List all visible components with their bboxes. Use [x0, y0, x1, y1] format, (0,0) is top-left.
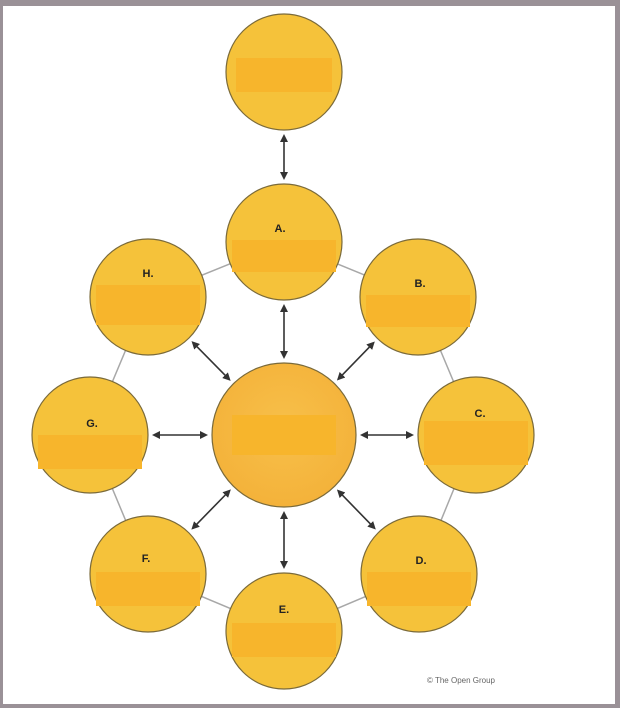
label-placeholder-bar [232, 240, 336, 272]
node-top [225, 13, 343, 131]
node-label: E. [279, 604, 289, 616]
node-g: G. [31, 376, 149, 494]
label-placeholder-bar [236, 58, 332, 92]
arrow-center-D [336, 489, 376, 530]
copyright-notice: © The Open Group [427, 676, 496, 685]
label-placeholder-bar [232, 623, 336, 657]
label-placeholder-bar [96, 572, 200, 606]
label-placeholder-bar [38, 435, 142, 469]
node-f: F. [89, 515, 207, 633]
node-center [211, 362, 357, 508]
label-placeholder-bar [96, 285, 200, 325]
cycle-diagram: A. B. C. D. E. F. G. H. [31, 13, 535, 690]
label-placeholder-bar [367, 572, 471, 606]
label-placeholder-bar [366, 295, 470, 327]
node-label: H. [143, 268, 154, 280]
node-label: G. [86, 418, 98, 430]
node-d: D. [360, 515, 478, 633]
arrow-center-F [191, 489, 231, 530]
node-c: C. [417, 376, 535, 494]
label-placeholder-bar [424, 421, 528, 465]
node-label: D. [416, 555, 427, 567]
node-e: E. [225, 572, 343, 690]
node-label: F. [142, 553, 151, 565]
node-b: B. [359, 238, 477, 356]
node-a: A. [225, 183, 343, 301]
label-placeholder-bar [232, 415, 336, 455]
node-label: A. [275, 223, 286, 235]
diagram-frame: A. B. C. D. E. F. G. H. © The Open Group [3, 6, 615, 704]
node-label: B. [415, 278, 426, 290]
node-label: C. [475, 408, 486, 420]
arrow-center-H [191, 341, 231, 381]
arrow-center-B [336, 341, 375, 381]
node-h: H. [89, 238, 207, 356]
